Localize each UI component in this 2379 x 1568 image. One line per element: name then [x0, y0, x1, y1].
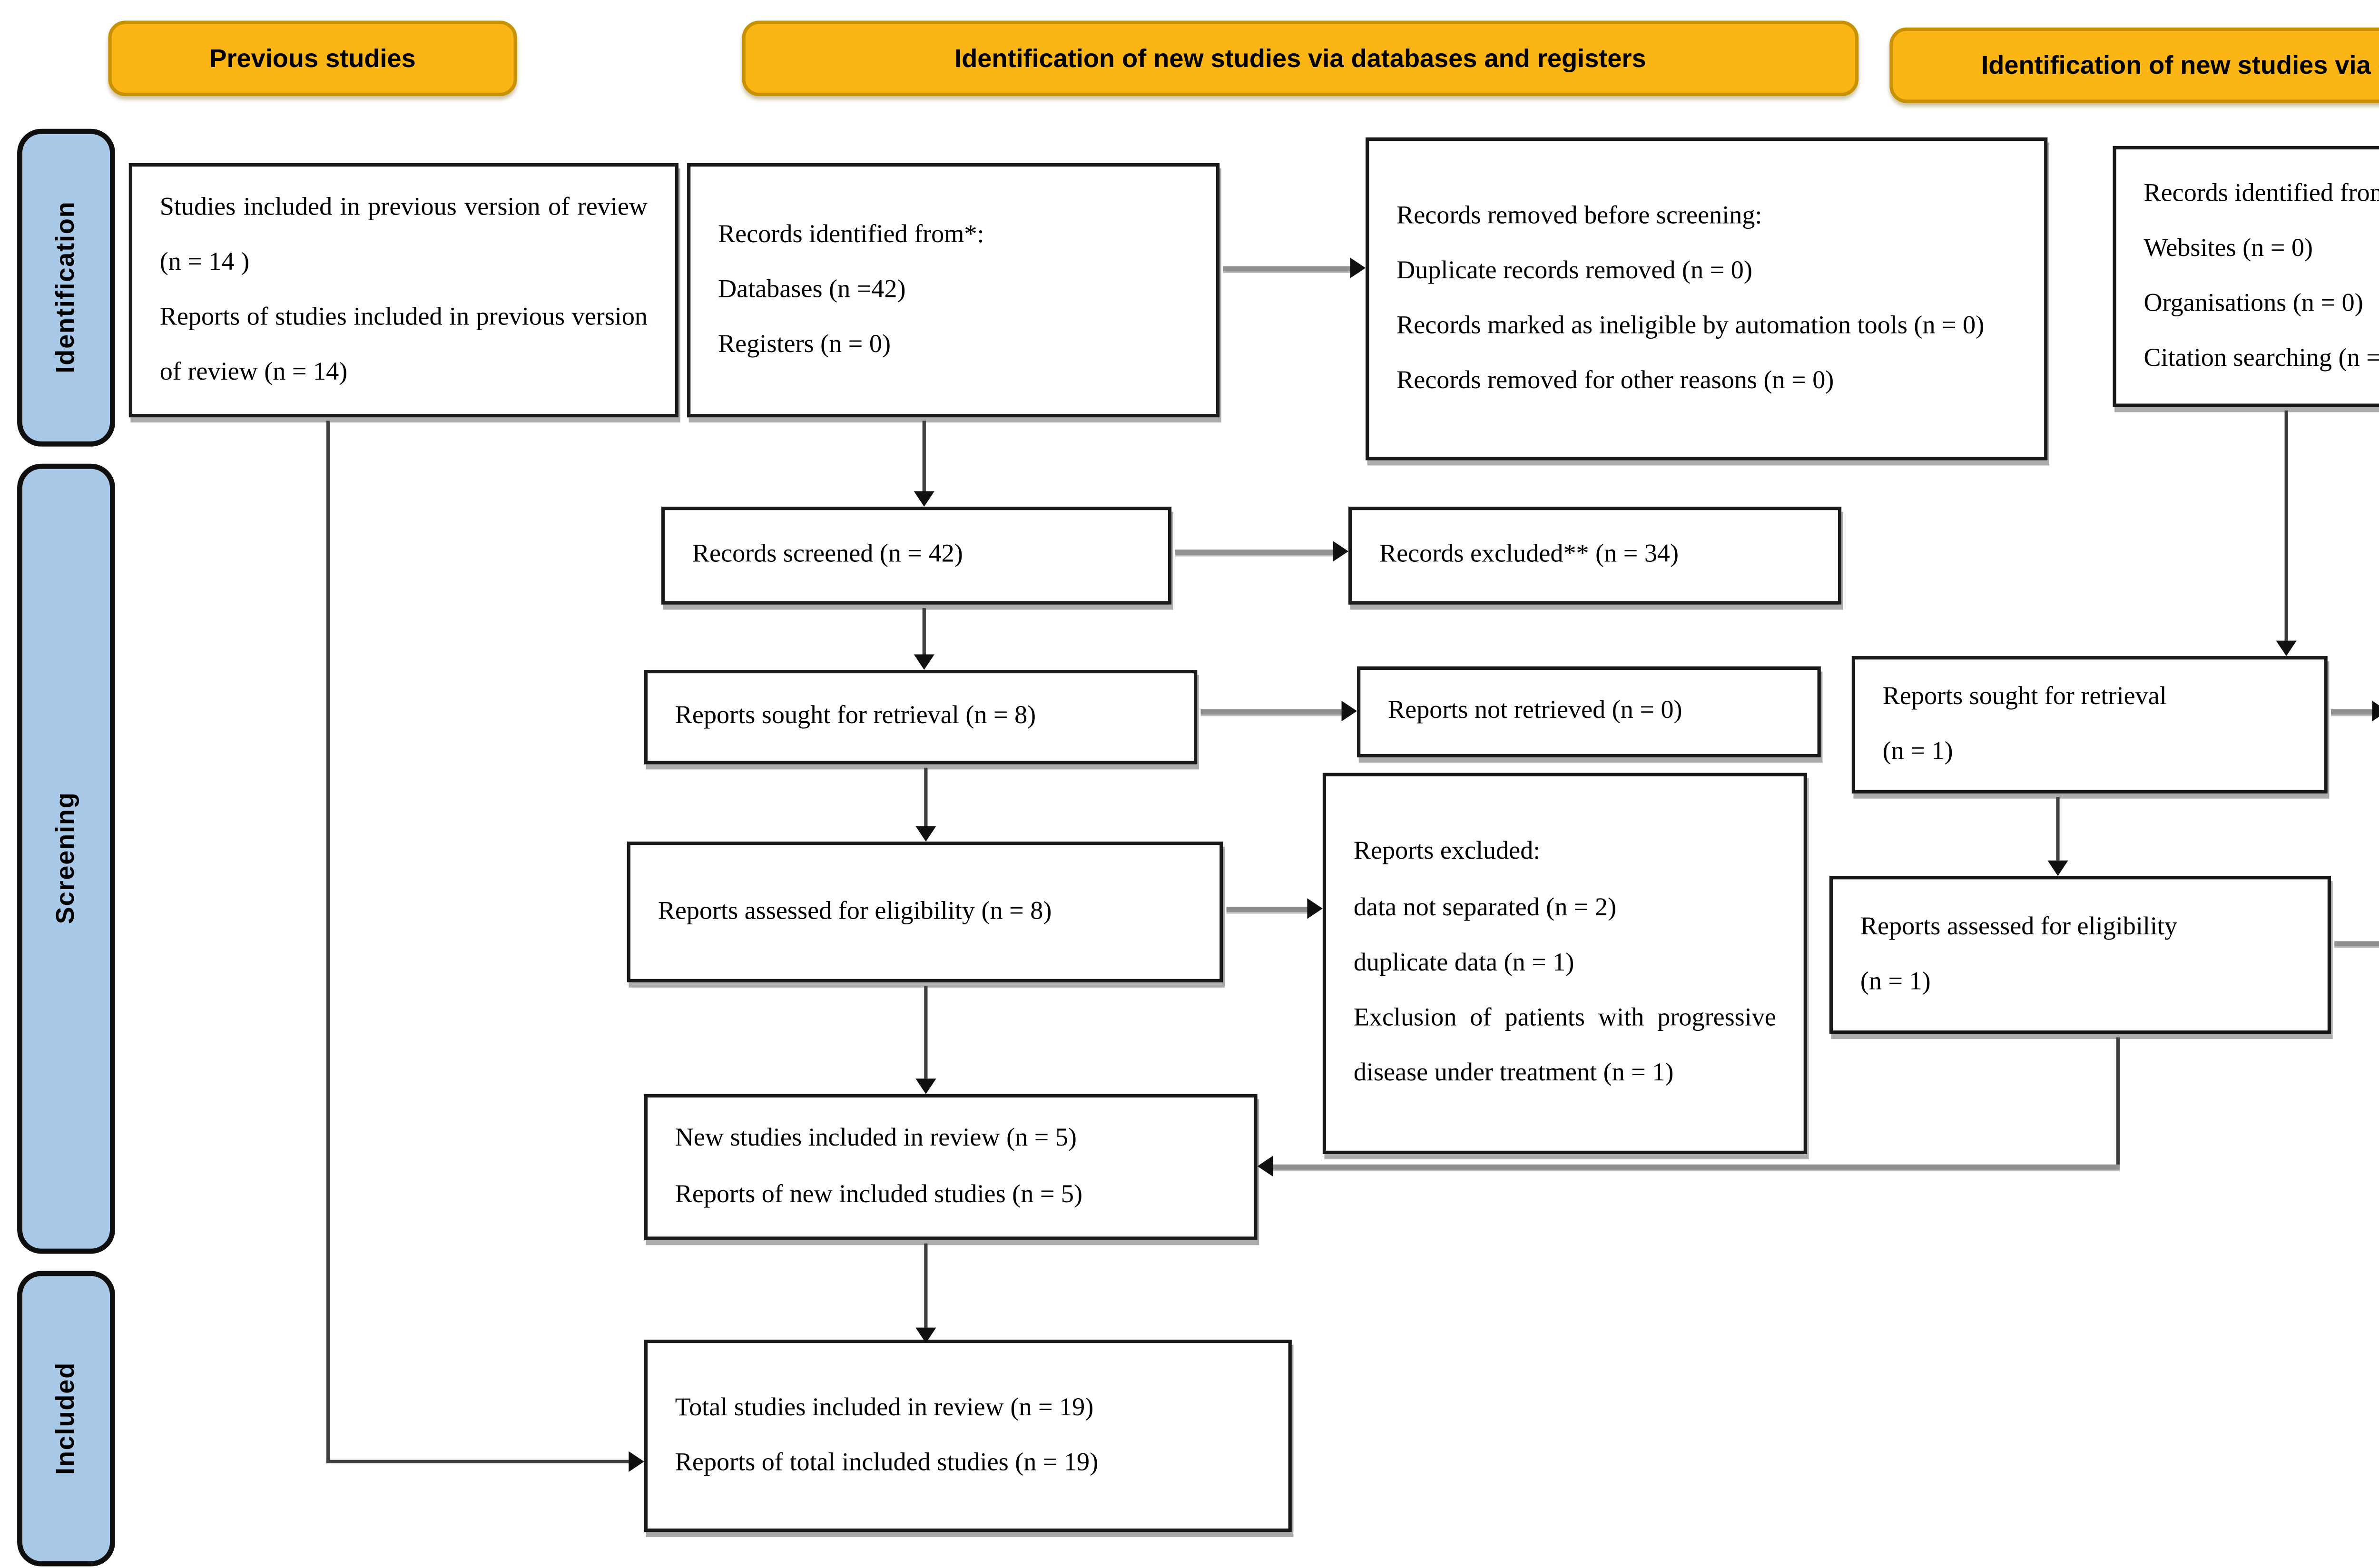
- arrow-line: [326, 421, 330, 1463]
- header-previous-studies: Previous studies: [108, 20, 517, 97]
- box-line: New studies included in review (n = 5): [675, 1125, 1077, 1153]
- box-line: Studies included in previous version of …: [159, 193, 648, 276]
- arrow-line: [1226, 907, 1307, 912]
- box-line: Reports assessed for eligibility: [1860, 913, 2178, 941]
- box-line: Records identified from:: [2143, 179, 2379, 207]
- box-reports-sought-retrieval-databases: Reports sought for retrieval (n = 8): [644, 669, 1198, 764]
- header-databases-registers: Identification of new studies via databa…: [742, 20, 1859, 97]
- box-reports-assessed-other: Reports assessed for eligibility (n = 1): [1829, 876, 2331, 1034]
- stage-label-identification-text: Identification: [51, 201, 81, 374]
- arrowhead-left: [1257, 1156, 1273, 1176]
- arrowhead-right: [1341, 700, 1357, 722]
- arrow-line: [2056, 797, 2060, 861]
- box-line: Records screened (n = 42): [692, 541, 963, 569]
- header-other-methods: Identification of new studies via other …: [1889, 27, 2379, 103]
- arrowhead-down: [915, 1327, 936, 1343]
- arrowhead-right: [1350, 257, 1366, 278]
- arrow-line: [2116, 1037, 2120, 1168]
- box-line: Reports assessed for eligibility (n = 8): [658, 898, 1052, 926]
- stage-label-screening: Screening: [17, 463, 115, 1254]
- box-line: duplicate data (n = 1): [1353, 949, 1574, 977]
- box-line: Reports of total included studies (n = 1…: [675, 1450, 1099, 1477]
- box-line: Records identified from*:: [718, 221, 984, 249]
- stage-label-included: Included: [17, 1271, 115, 1567]
- arrow-line: [1273, 1164, 2120, 1170]
- arrowhead-right: [1307, 898, 1323, 919]
- box-line: Registers (n = 0): [718, 332, 891, 359]
- box-new-studies-included: New studies included in review (n = 5) R…: [644, 1094, 1258, 1240]
- arrow-line: [922, 608, 926, 655]
- box-line: Duplicate records removed (n = 0): [1396, 257, 1752, 285]
- box-line: (n = 1): [1860, 969, 1931, 996]
- box-records-excluded: Records excluded** (n = 34): [1348, 507, 1842, 605]
- box-records-screened: Records screened (n = 42): [661, 507, 1172, 605]
- box-line: Reports excluded:: [1353, 839, 1541, 866]
- box-reports-assessed-databases: Reports assessed for eligibility (n = 8): [627, 841, 1223, 983]
- arrow-line: [922, 421, 926, 491]
- arrowhead-down: [914, 491, 934, 507]
- box-line: Reports of new included studies (n = 5): [675, 1181, 1083, 1208]
- box-line: (n = 1): [1882, 738, 1953, 766]
- arrowhead-down: [915, 826, 936, 842]
- arrow-line: [1200, 709, 1342, 715]
- box-records-removed-before-screening: Records removed before screening: Duplic…: [1366, 137, 2048, 461]
- box-line: Organisations (n = 0): [2143, 290, 2363, 318]
- arrow-line: [924, 1243, 928, 1328]
- box-line: Reports of studies included in previous …: [159, 304, 648, 387]
- arrow-line: [2331, 709, 2372, 715]
- box-line: Records excluded** (n = 34): [1379, 541, 1679, 569]
- box-line: Websites (n = 0): [2143, 235, 2313, 263]
- box-records-identified-databases: Records identified from*: Databases (n =…: [687, 163, 1220, 418]
- box-reports-not-retrieved-databases: Reports not retrieved (n = 0): [1357, 666, 1821, 758]
- box-reports-sought-retrieval-other: Reports sought for retrieval (n = 1): [1851, 656, 2328, 794]
- box-line: Records marked as ineligible by automati…: [1396, 313, 1985, 340]
- box-line: data not separated (n = 2): [1353, 894, 1617, 922]
- arrow-line: [326, 1460, 629, 1463]
- box-previous-studies-included: Studies included in previous version of …: [128, 163, 679, 418]
- arrowhead-down: [914, 654, 934, 670]
- arrowhead-right: [629, 1451, 644, 1472]
- stage-label-identification: Identification: [17, 128, 115, 447]
- arrow-line: [924, 767, 928, 826]
- box-line: Databases (n =42): [718, 276, 906, 304]
- arrow-line: [1223, 266, 1350, 272]
- box-records-identified-other: Records identified from: Websites (n = 0…: [2113, 146, 2379, 407]
- stage-label-included-text: Included: [51, 1362, 81, 1475]
- box-line: Citation searching (n = 1): [2143, 345, 2379, 373]
- box-total-studies-included: Total studies included in review (n = 19…: [644, 1339, 1292, 1532]
- arrow-line: [2334, 941, 2379, 947]
- box-line: Reports not retrieved (n = 0): [1388, 698, 1682, 725]
- arrowhead-right: [2372, 700, 2379, 722]
- box-line: Exclusion of patients with progressive d…: [1353, 1005, 1776, 1088]
- box-line: Total studies included in review (n = 19…: [675, 1394, 1094, 1422]
- arrow-line: [2284, 410, 2288, 641]
- box-reports-excluded-reasons: Reports excluded: data not separated (n …: [1322, 773, 1807, 1155]
- box-line: Reports sought for retrieval: [1882, 683, 2167, 711]
- arrowhead-down: [2047, 860, 2068, 876]
- stage-label-screening-text: Screening: [51, 793, 81, 925]
- box-line: Records removed for other reasons (n = 0…: [1396, 368, 1834, 396]
- arrowhead-down: [2276, 640, 2297, 657]
- box-line: Reports sought for retrieval (n = 8): [675, 703, 1036, 731]
- arrow-line: [1175, 549, 1333, 555]
- arrow-line: [924, 986, 928, 1079]
- arrowhead-down: [915, 1078, 936, 1094]
- box-line: Records removed before screening:: [1396, 202, 1762, 229]
- arrowhead-right: [1333, 541, 1349, 562]
